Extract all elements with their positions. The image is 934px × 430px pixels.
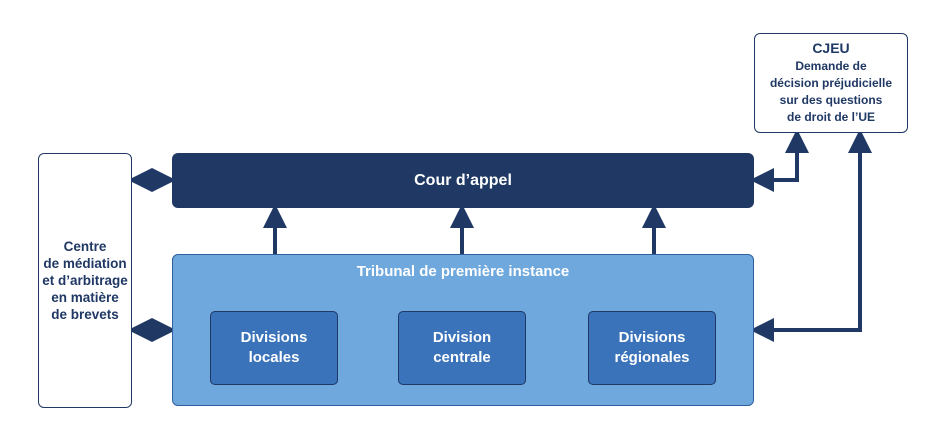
central-division-box: Division centrale	[398, 311, 526, 385]
mediation-centre-box: Centre de médiation et d’arbitrage en ma…	[38, 153, 132, 408]
cjeu-description: Demande de décision préjudicielle sur de…	[769, 59, 893, 124]
regional-divisions-box: Divisions régionales	[588, 311, 716, 385]
arrow-cjeu-cour	[750, 129, 809, 192]
local-divisions-box: Divisions locales	[210, 311, 338, 385]
cjeu-box: CJEU Demande de décision préjudicielle s…	[754, 33, 908, 133]
court-of-first-instance-box: Tribunal de première instance Divisions …	[172, 254, 754, 406]
arrow-cjeu-tribunal	[750, 129, 872, 342]
court-of-appeal-box: Cour d’appel	[172, 153, 754, 208]
cjeu-title: CJEU	[812, 40, 850, 56]
court-of-first-instance-title: Tribunal de première instance	[356, 263, 570, 280]
